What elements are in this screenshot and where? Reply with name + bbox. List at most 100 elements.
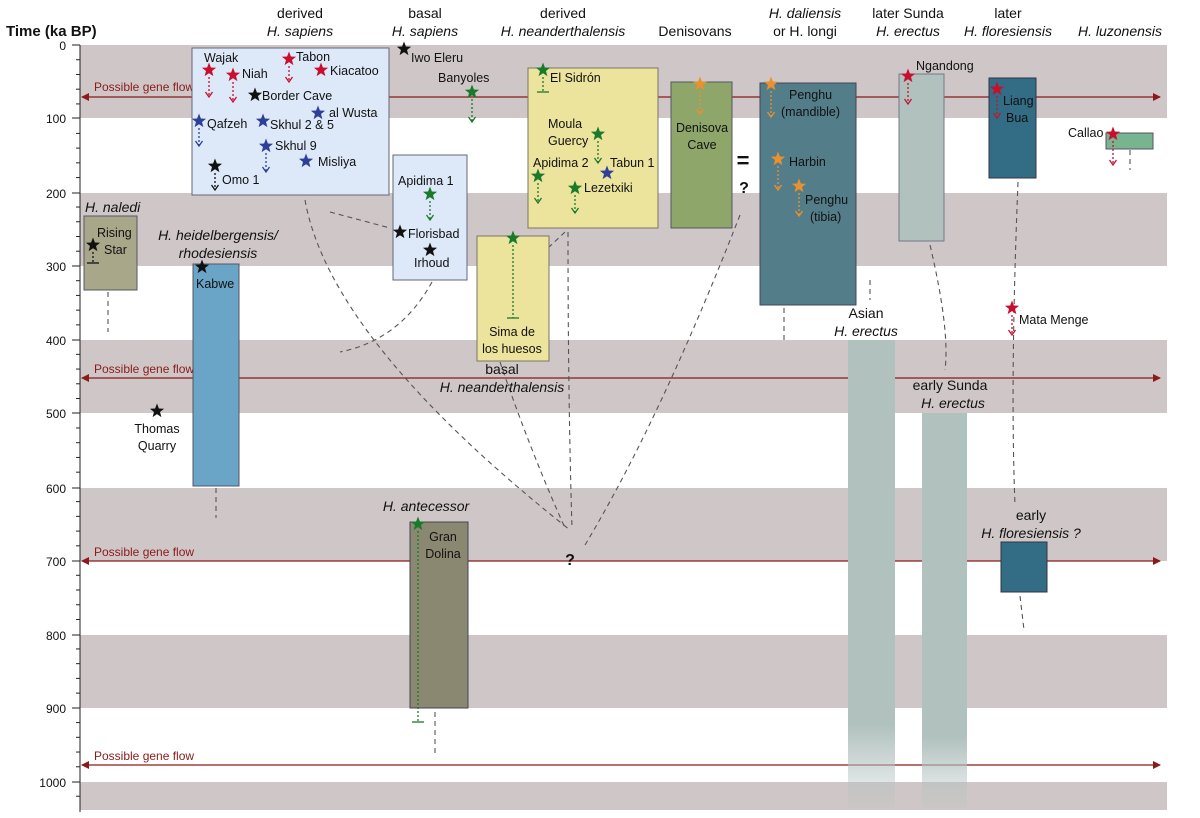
site-callao: Callao	[1068, 126, 1103, 140]
label-early-sunda-line2: H. erectus	[921, 395, 985, 411]
kiacatoo-star	[313, 62, 329, 77]
header-basal-sapiens-line1: basal	[408, 5, 441, 21]
tick-label-800: 800	[46, 629, 66, 643]
site-gran-line1: Gran	[429, 530, 457, 544]
site-penghu-tibia-line1: Penghu	[805, 193, 848, 207]
site-sima-line2: los huesos	[482, 342, 542, 356]
site-skhul-2-5: Skhul 2 & 5	[270, 118, 334, 132]
label-asian-erectus-line1: Asian	[848, 305, 883, 321]
denisovans-box	[670, 81, 733, 229]
site-mata-menge: Mata Menge	[1019, 313, 1089, 327]
penghu-mandible-star	[763, 76, 779, 91]
el-sidron-star	[535, 62, 551, 77]
tabon-star	[281, 51, 297, 66]
site-moula-line1: Moula	[548, 117, 582, 131]
misliya-star	[298, 153, 314, 168]
site-tabon: Tabon	[296, 50, 330, 64]
site-kiacatoo: Kiacatoo	[330, 64, 379, 78]
label-basal-nean-line2: H. neanderthalensis	[440, 379, 565, 395]
dash-sapiens-to-basal	[329, 211, 391, 229]
site-thomas-line1: Thomas	[134, 422, 179, 436]
gene-flow-label-4: Possible gene flow	[94, 749, 194, 763]
tick-label-0: 0	[59, 39, 66, 53]
label-early-flores-line2: H. floresiensis ?	[981, 525, 1081, 541]
mata-menge-arrowhead	[1007, 329, 1017, 337]
label-naledi: H. naledi	[85, 199, 141, 215]
gene-flow-label-1: Possible gene flow	[94, 80, 194, 94]
species-labels: H. naledi H. heidelbergensis/ rhodesiens…	[85, 199, 1081, 541]
label-early-flores-line1: early	[1016, 507, 1046, 523]
lineage-dashes	[107, 150, 1131, 755]
skhul-9-arrowhead	[261, 166, 271, 174]
site-kabwe: Kabwe	[196, 277, 234, 291]
dash-flores-link	[1012, 181, 1019, 506]
dash-sima-to-root	[499, 361, 566, 529]
gene-flow-label-3: Possible gene flow	[94, 545, 194, 559]
dash-neanderthal-to-root	[567, 231, 573, 529]
site-skhul-9: Skhul 9	[275, 139, 317, 153]
later-sunda-erectus-box	[898, 73, 945, 242]
banyoles-arrowhead	[467, 116, 477, 124]
lezetxiki-star	[567, 180, 583, 195]
header-basal-sapiens-line2: H. sapiens	[392, 23, 458, 39]
derived-neanderthalensis-box	[527, 67, 659, 229]
skhul-9-star	[258, 138, 274, 153]
florisbad-star	[392, 224, 408, 239]
penghu-tibia-star	[791, 178, 807, 193]
callao-star	[1105, 126, 1121, 141]
axis-title: Time (ka BP)	[6, 23, 97, 40]
niah-star	[225, 67, 241, 82]
header-denisovans: Denisovans	[658, 23, 731, 39]
header-daliensis-line2: or H. longi	[773, 23, 837, 39]
species-boxes	[83, 47, 1154, 808]
site-rising-line2: Star	[104, 243, 127, 257]
site-thomas-line2: Quarry	[138, 439, 177, 453]
site-liang-line1: Liang	[1003, 94, 1034, 108]
site-el-sidron: El Sidrón	[550, 71, 601, 85]
site-harbin: Harbin	[789, 155, 826, 169]
iwo-eleru-star	[396, 41, 412, 56]
site-liang-line2: Bua	[1006, 111, 1028, 125]
site-qafzeh: Qafzeh	[207, 117, 247, 131]
omo-1-arrowhead	[210, 184, 220, 192]
apidima-1-arrowhead	[425, 214, 435, 222]
skhul-2-5-star	[255, 113, 271, 128]
tabon-arrowhead	[284, 76, 294, 84]
denisova-cave-arrowhead	[695, 108, 705, 116]
dash-denisovan-to-root	[584, 214, 741, 546]
lezetxiki-arrowhead	[570, 207, 580, 215]
daliensis-longi-box	[759, 82, 857, 306]
site-irhoud: Irhoud	[414, 256, 449, 270]
rising-star-star	[85, 237, 101, 252]
label-antecessor: H. antecessor	[383, 498, 471, 514]
qafzeh-arrowhead	[194, 140, 204, 148]
liang-bua-star	[989, 81, 1005, 96]
site-ngandong: Ngandong	[916, 59, 974, 73]
heidelbergensis-box	[192, 263, 240, 487]
site-apidima-2: Apidima 2	[533, 156, 589, 170]
label-heidelbergensis-line1: H. heidelbergensis/	[158, 227, 280, 243]
gran-dolina-star	[410, 516, 426, 531]
header-derived-neanderthalensis-line2: H. neanderthalensis	[501, 23, 626, 39]
moula-guercy-star	[590, 126, 606, 141]
site-denisova-line1: Denisova	[676, 121, 728, 135]
border-cave-star	[247, 87, 263, 102]
apidima-1-star	[422, 186, 438, 201]
band-600-700	[80, 488, 1167, 561]
harbin-arrowhead	[773, 184, 783, 192]
derived-sapiens-box	[191, 47, 390, 196]
header-derived-sapiens-line2: H. sapiens	[267, 23, 333, 39]
label-heidelbergensis-line2: rhodesiensis	[179, 245, 258, 261]
site-penghu-mandible-line1: Penghu	[789, 88, 832, 102]
wajak-star	[201, 62, 217, 77]
time-bands	[80, 45, 1167, 810]
antecessor-box	[409, 521, 469, 709]
band-1000	[80, 782, 1167, 810]
denisova-cave-star	[692, 76, 708, 91]
site-markers	[85, 41, 1121, 723]
penghu-tibia-arrowhead	[794, 210, 804, 218]
site-gran-line2: Dolina	[425, 547, 460, 561]
site-denisova-line2: Cave	[687, 138, 716, 152]
site-iwo-eleru: Iwo Eleru	[411, 51, 463, 65]
